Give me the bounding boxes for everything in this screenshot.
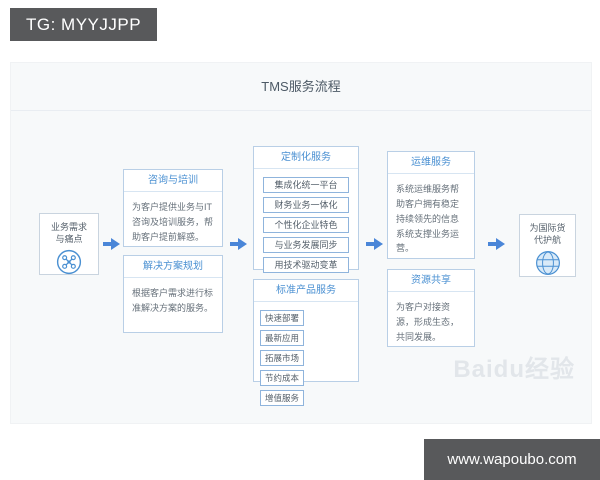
flow-start-node: 业务需求 与痛点 [39, 213, 99, 275]
flow-end-node: 为国际货 代护航 [519, 214, 576, 277]
standard-product-services-list: 快速部署 最新应用 拓展市场 节约成本 增值服务 [254, 302, 358, 406]
page-title: TMS服务流程 [11, 63, 591, 111]
flow-arrow-4 [488, 238, 505, 250]
list-item: 节约成本 [260, 370, 304, 386]
list-item: 财务业务一体化 [263, 197, 349, 213]
start-label-line2: 与痛点 [55, 234, 83, 244]
standard-product-services-group: 标准产品服务 快速部署 最新应用 拓展市场 节约成本 增值服务 [253, 279, 359, 406]
list-item: 个性化企业特色 [263, 217, 349, 233]
list-item: 用技术驱动变革 [263, 257, 349, 273]
flow-arrow-1 [103, 238, 120, 250]
resource-sharing-title: 资源共享 [388, 270, 474, 292]
solution-planning-body: 根据客户需求进行标准解决方案的服务。 [132, 288, 214, 313]
list-item: 增值服务 [260, 390, 304, 406]
resource-sharing-group: 资源共享 为客户对接资源，形成生态，共同发展。 [387, 269, 475, 347]
standard-product-services-title: 标准产品服务 [254, 280, 358, 302]
operations-maintenance-body: 系统运维服务帮助客户拥有稳定持续领先的信息系统支撑业务运营。 [396, 184, 460, 254]
telegram-watermark-badge: TG: MYYJJPP [10, 8, 158, 41]
list-item: 拓展市场 [260, 350, 304, 366]
tms-flow-panel: TMS服务流程 业务需求 与痛点 咨询与培训 为客户提供业务与IT咨询及培训服务… [10, 62, 592, 424]
solution-planning-title: 解决方案规划 [124, 256, 222, 278]
flow-arrow-2 [230, 238, 247, 250]
end-label-line2: 代护航 [533, 235, 561, 245]
resource-sharing-body: 为客户对接资源，形成生态，共同发展。 [396, 302, 460, 342]
customized-services-title: 定制化服务 [254, 147, 358, 169]
operations-maintenance-group: 运维服务 系统运维服务帮助客户拥有稳定持续领先的信息系统支撑业务运营。 [387, 151, 475, 259]
website-watermark-badge: www.wapoubo.com [424, 439, 600, 480]
start-label-line1: 业务需求 [50, 222, 87, 232]
operations-maintenance-title: 运维服务 [388, 152, 474, 174]
end-label-line1: 为国际货 [529, 223, 566, 233]
consulting-training-title: 咨询与培训 [124, 170, 222, 192]
list-item: 与业务发展同步 [263, 237, 349, 253]
flow-arrow-3 [366, 238, 383, 250]
list-item: 集成化统一平台 [263, 177, 349, 193]
customized-services-group: 定制化服务 集成化统一平台 财务业务一体化 个性化企业特色 与业务发展同步 用技… [253, 146, 359, 273]
consulting-training-group: 咨询与培训 为客户提供业务与IT咨询及培训服务，帮助客户提前解惑。 [123, 169, 223, 247]
list-item: 快速部署 [260, 310, 304, 326]
list-item: 最新应用 [260, 330, 304, 346]
network-nodes-icon [56, 249, 82, 275]
globe-badge-icon [535, 251, 560, 275]
consulting-training-body: 为客户提供业务与IT咨询及培训服务，帮助客户提前解惑。 [132, 202, 214, 242]
customized-services-list: 集成化统一平台 财务业务一体化 个性化企业特色 与业务发展同步 用技术驱动变革 [254, 169, 358, 273]
solution-planning-group: 解决方案规划 根据客户需求进行标准解决方案的服务。 [123, 255, 223, 333]
baidu-jingyan-watermark: Baidu经验 [453, 356, 575, 383]
